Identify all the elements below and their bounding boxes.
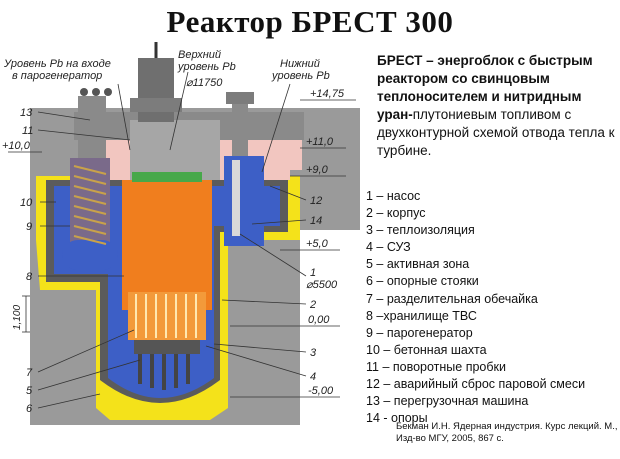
diameter-5500: ⌀5500 bbox=[306, 279, 338, 291]
elevation-000: 0,00 bbox=[308, 314, 330, 326]
callout-5: 5 bbox=[26, 385, 33, 397]
label-upper-pb-2: уровень Pb bbox=[177, 61, 236, 73]
legend-item: 8 –хранилище ТВС bbox=[366, 308, 477, 323]
legend-item: 10 – бетонная шахта bbox=[366, 342, 487, 357]
description-rest: плутониевым топливом с двухконтурной схе… bbox=[377, 107, 615, 158]
page-title: Реактор БРЕСТ 300 bbox=[166, 4, 454, 39]
callout-3: 3 bbox=[310, 347, 317, 359]
callout-11: 11 bbox=[22, 125, 33, 137]
description-lead: БРЕСТ – bbox=[377, 53, 438, 68]
callout-14: 14 bbox=[310, 215, 322, 227]
legend-item: 12 – аварийный сброс паровой смеси bbox=[366, 377, 586, 392]
callout-6: 6 bbox=[26, 403, 33, 415]
core-barrel bbox=[122, 180, 212, 310]
legend-item: 7 – разделительная обечайка bbox=[366, 291, 538, 306]
legend-item: 9 – парогенератор bbox=[366, 325, 473, 340]
legend-item: 4 – СУЗ bbox=[366, 240, 411, 255]
elevation-900: +9,0 bbox=[306, 164, 329, 176]
dimension-1100: 1,100 bbox=[12, 305, 23, 330]
legend-item: 6 – опорные стояки bbox=[366, 274, 479, 289]
callout-1: 1 bbox=[310, 267, 316, 279]
legend-item: 14 - опоры bbox=[366, 411, 428, 426]
label-lower-pb-2: уровень Pb bbox=[271, 70, 330, 82]
callout-7: 7 bbox=[26, 367, 33, 379]
legend-list: 1 – насос 2 – корпус 3 – теплоизоляция 4… bbox=[366, 188, 585, 427]
elevation-1100: +11,0 bbox=[306, 136, 334, 148]
support-columns bbox=[138, 354, 190, 390]
callout-8: 8 bbox=[26, 271, 33, 283]
legend-item: 5 – активная зона bbox=[366, 257, 470, 272]
label-pb-inlet-2: в парогенератор bbox=[12, 70, 102, 82]
elevation-500: +5,0 bbox=[306, 238, 329, 250]
description-strong: энергоблок с быстрым реактором со свинцо… bbox=[377, 53, 593, 122]
legend-item: 3 – теплоизоляция bbox=[366, 223, 475, 238]
callout-13: 13 bbox=[20, 107, 33, 119]
label-diameter-top: ⌀11750 bbox=[186, 77, 223, 89]
elevation-m500: -5,00 bbox=[308, 385, 334, 397]
label-upper-pb: Верхний bbox=[178, 49, 221, 61]
legend-item: 2 – корпус bbox=[366, 206, 426, 221]
elevation-1475: +14,75 bbox=[310, 88, 345, 100]
legend-item: 11 – поворотные пробки bbox=[366, 359, 506, 374]
description: БРЕСТ – энергоблок с быстрым реактором с… bbox=[377, 52, 617, 160]
callout-4: 4 bbox=[310, 371, 316, 383]
label-lower-pb: Нижний bbox=[280, 58, 320, 70]
legend-item: 13 – перегрузочная машина bbox=[366, 394, 529, 409]
label-pb-inlet: Уровень Pb на входе bbox=[3, 58, 111, 70]
citation: Бекман И.Н. Ядерная индустрия. Курс лекц… bbox=[396, 421, 618, 444]
callout-10: 10 bbox=[20, 197, 33, 209]
callout-12: 12 bbox=[310, 195, 322, 207]
legend-item: 1 – насос bbox=[366, 189, 421, 203]
callout-9: 9 bbox=[26, 221, 32, 233]
refueling-machine bbox=[138, 58, 174, 122]
callout-2: 2 bbox=[309, 299, 316, 311]
elevation-1000: +10,0 bbox=[2, 140, 31, 152]
